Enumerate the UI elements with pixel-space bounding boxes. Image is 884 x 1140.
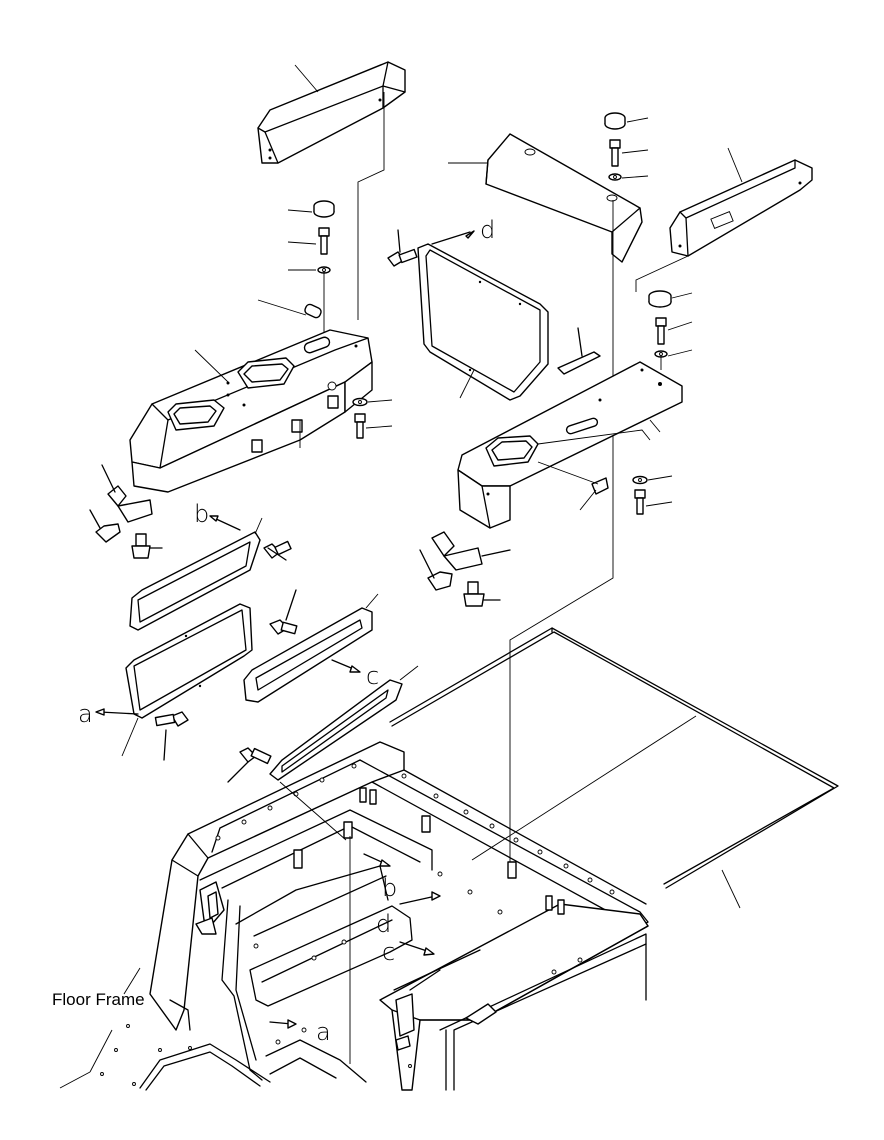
frame-posts xyxy=(293,787,565,915)
floor-frame xyxy=(59,741,649,1091)
cap-bolt-stack-right-top xyxy=(604,112,626,181)
callout-c-frame: c xyxy=(382,938,395,966)
left-bracket xyxy=(89,464,163,559)
top-left-cover xyxy=(257,61,406,164)
panel-a-bolt xyxy=(154,711,189,761)
panel-b xyxy=(129,531,261,631)
cap-bolt-stack-right-mid xyxy=(648,290,672,358)
panel-d-bolt xyxy=(387,229,418,267)
panel-b-bolt xyxy=(263,540,292,561)
middle-bolt xyxy=(269,589,298,635)
panel-c-frame-2 xyxy=(269,679,403,781)
right-console xyxy=(457,361,683,529)
callout-d-frame: d xyxy=(376,910,391,938)
panel-d xyxy=(417,243,549,401)
callout-d-top: d xyxy=(480,216,495,244)
callout-c-top: c xyxy=(366,662,379,690)
cap-bolt-stack-left-top xyxy=(313,200,335,274)
right-bracket xyxy=(419,531,511,607)
seal-strip xyxy=(389,627,839,889)
callout-a-frame: a xyxy=(316,1018,331,1046)
top-right-cover xyxy=(669,159,813,257)
panel-a xyxy=(125,603,253,719)
top-middle-guard xyxy=(485,133,643,263)
callout-b-top: b xyxy=(194,500,209,528)
left-console xyxy=(129,303,373,493)
callout-b-frame: b xyxy=(382,874,397,902)
lower-bolt xyxy=(227,747,272,783)
bolt-stack-left-lower xyxy=(352,397,368,439)
callout-a-top: a xyxy=(78,700,93,728)
bolt-stack-right-lower xyxy=(632,475,648,515)
floor-frame-label: Floor Frame xyxy=(52,990,145,1009)
slot-part xyxy=(557,327,601,375)
panel-c-frame-1 xyxy=(243,607,373,703)
